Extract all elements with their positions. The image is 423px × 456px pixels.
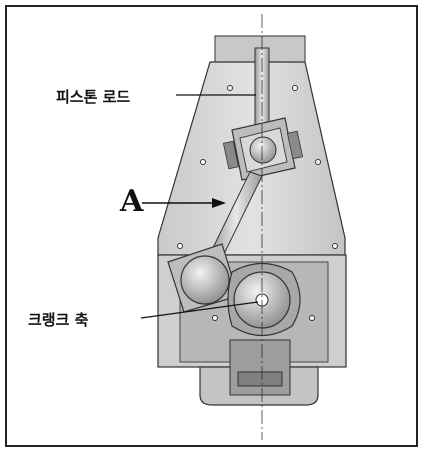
crosshead xyxy=(222,117,304,181)
crank-pin-assembly xyxy=(167,243,239,313)
crankshaft xyxy=(227,263,301,336)
leader-crankshaft xyxy=(140,301,259,319)
piston-rod-label: 피스톤 로드 xyxy=(56,88,131,106)
bearing-cap xyxy=(237,371,283,387)
bolt-holes xyxy=(177,85,338,321)
lower-bearing-housing xyxy=(229,339,291,396)
arrowhead-a xyxy=(212,198,226,208)
crankshaft-label: 크랭크 축 xyxy=(28,311,89,329)
part-a-label: A xyxy=(120,184,144,219)
